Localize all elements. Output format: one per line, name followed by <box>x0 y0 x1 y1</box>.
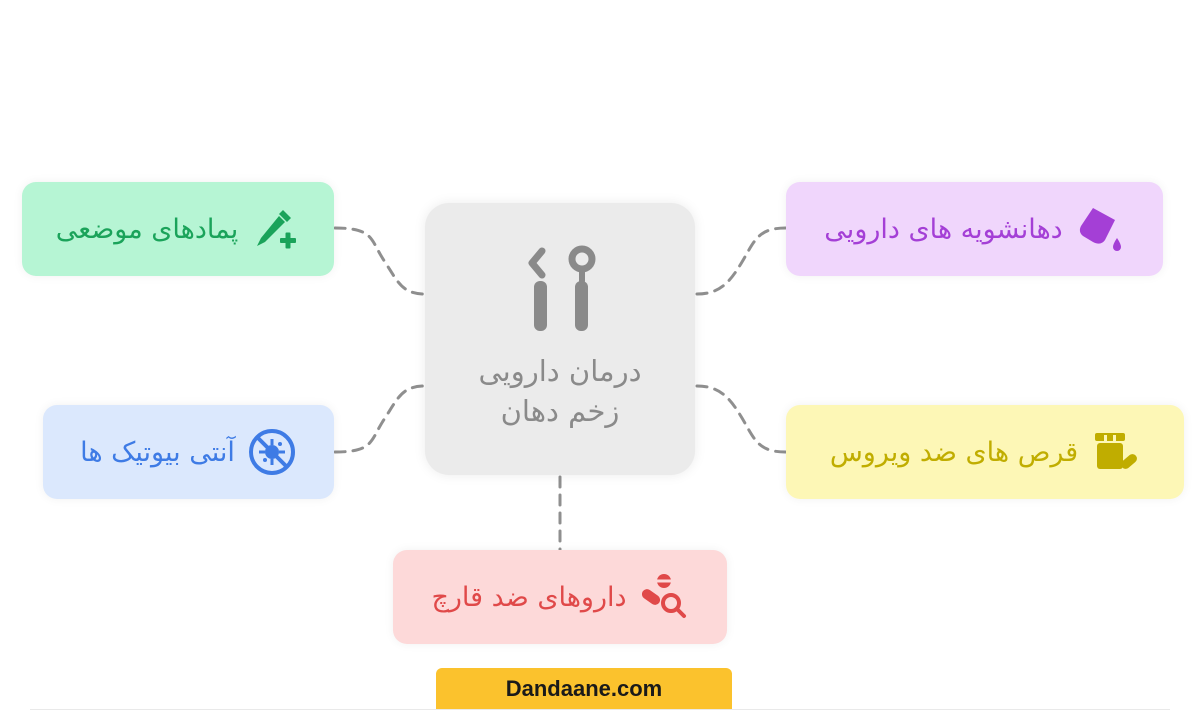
brand-badge: Dandaane.com <box>436 668 732 710</box>
connector-mouthwash <box>695 226 788 296</box>
node-antifungal-label: داروهای ضد قارچ <box>431 581 627 613</box>
connector-topical <box>333 226 427 296</box>
node-antifungal-drugs: داروهای ضد قارچ <box>393 550 727 644</box>
connector-antibiotic <box>333 384 427 454</box>
pills-search-icon <box>639 572 689 622</box>
ointment-tube-plus-icon <box>250 204 300 254</box>
no-bacteria-icon <box>247 427 297 477</box>
node-antiviral-pills: قرص های ضد ویروس <box>786 405 1184 499</box>
center-title: درمان دارویی زخم دهان <box>478 351 641 431</box>
brand-text: Dandaane.com <box>505 676 663 701</box>
node-mouthwash-label: دهانشویه های دارویی <box>824 213 1063 245</box>
mouthwash-pour-icon <box>1075 204 1125 254</box>
connector-antiviral <box>695 384 788 454</box>
bottom-divider <box>30 709 1170 710</box>
node-antibiotics: آنتی بیوتیک ها <box>43 405 334 499</box>
node-antiviral-label: قرص های ضد ویروس <box>829 436 1079 468</box>
node-topical-label: پمادهای موضعی <box>55 213 239 245</box>
dental-tools-icon <box>528 245 596 331</box>
center-title-line1: درمان دارویی <box>478 354 642 388</box>
node-topical-ointments: پمادهای موضعی <box>22 182 334 276</box>
center-node: درمان دارویی زخم دهان <box>425 203 695 475</box>
node-mouthwash: دهانشویه های دارویی <box>786 182 1163 276</box>
pill-box-icon <box>1090 427 1140 477</box>
center-title-line2: زخم دهان <box>500 394 620 428</box>
node-antibiotics-label: آنتی بیوتیک ها <box>80 436 235 468</box>
